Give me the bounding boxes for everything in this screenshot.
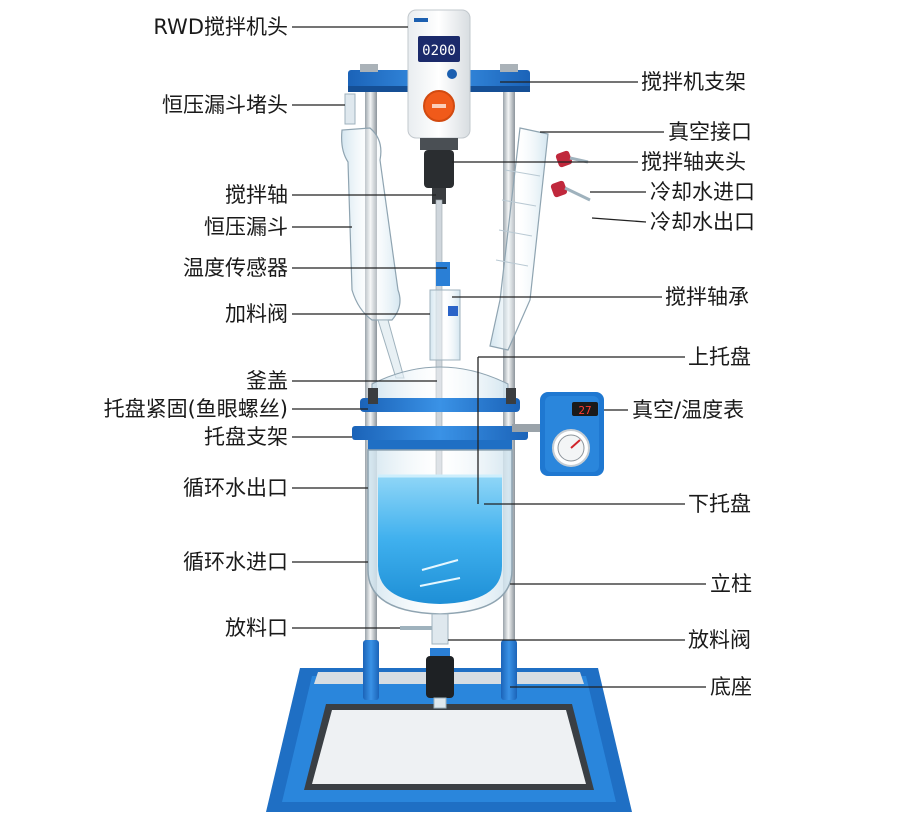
label-base: 底座 (710, 675, 752, 699)
reactor-vessel (367, 449, 513, 645)
upper-tray (360, 388, 520, 412)
label-stirrer-head: RWD搅拌机头 (153, 15, 288, 39)
label-discharge-valve: 放料阀 (688, 628, 751, 652)
label-upper-tray: 上托盘 (688, 345, 751, 369)
label-cooling-water-outlet: 冷却水出口 (650, 210, 755, 234)
label-shaft-bearing: 搅拌轴承 (665, 285, 749, 309)
label-temperature-sensor: 温度传感器 (183, 256, 288, 280)
leader-cooling-water-outlet (591, 217, 647, 223)
label-vacuum-temperature-gauge: 真空/温度表 (632, 398, 745, 422)
lid (371, 366, 509, 403)
tray-bracket (352, 426, 528, 440)
label-shaft-chuck: 搅拌轴夹头 (641, 150, 746, 174)
tray-bracket-bottom (368, 440, 512, 450)
label-circulating-water-outlet: 循环水出口 (183, 476, 288, 500)
discharge-valve (426, 648, 454, 709)
pressure-funnel (341, 93, 405, 379)
condenser (489, 127, 591, 351)
label-lower-tray: 下托盘 (688, 492, 751, 516)
vacuum-temperature-gauge (512, 392, 604, 476)
gauge-display: 27 (578, 404, 591, 417)
label-tray-bracket: 托盘支架 (204, 425, 288, 449)
label-vacuum-port: 真空接口 (668, 120, 752, 144)
label-funnel-stopper: 恒压漏斗堵头 (162, 93, 288, 117)
stirrer-display: 0200 (422, 43, 456, 59)
label-pressure-funnel: 恒压漏斗 (204, 215, 288, 239)
label-lid: 釜盖 (246, 369, 288, 393)
label-circulating-water-inlet: 循环水进口 (183, 550, 288, 574)
label-tray-fastener: 托盘紧固(鱼眼螺丝) (103, 397, 288, 421)
base (266, 668, 632, 812)
label-stirrer-support: 搅拌机支架 (641, 70, 746, 94)
label-cooling-water-inlet: 冷却水进口 (650, 180, 755, 204)
label-column: 立柱 (710, 572, 752, 596)
label-stirring-shaft: 搅拌轴 (225, 183, 288, 207)
label-feed-valve: 加料阀 (225, 302, 288, 326)
label-discharge-port: 放料口 (225, 616, 288, 640)
stirrer-head (407, 9, 471, 204)
